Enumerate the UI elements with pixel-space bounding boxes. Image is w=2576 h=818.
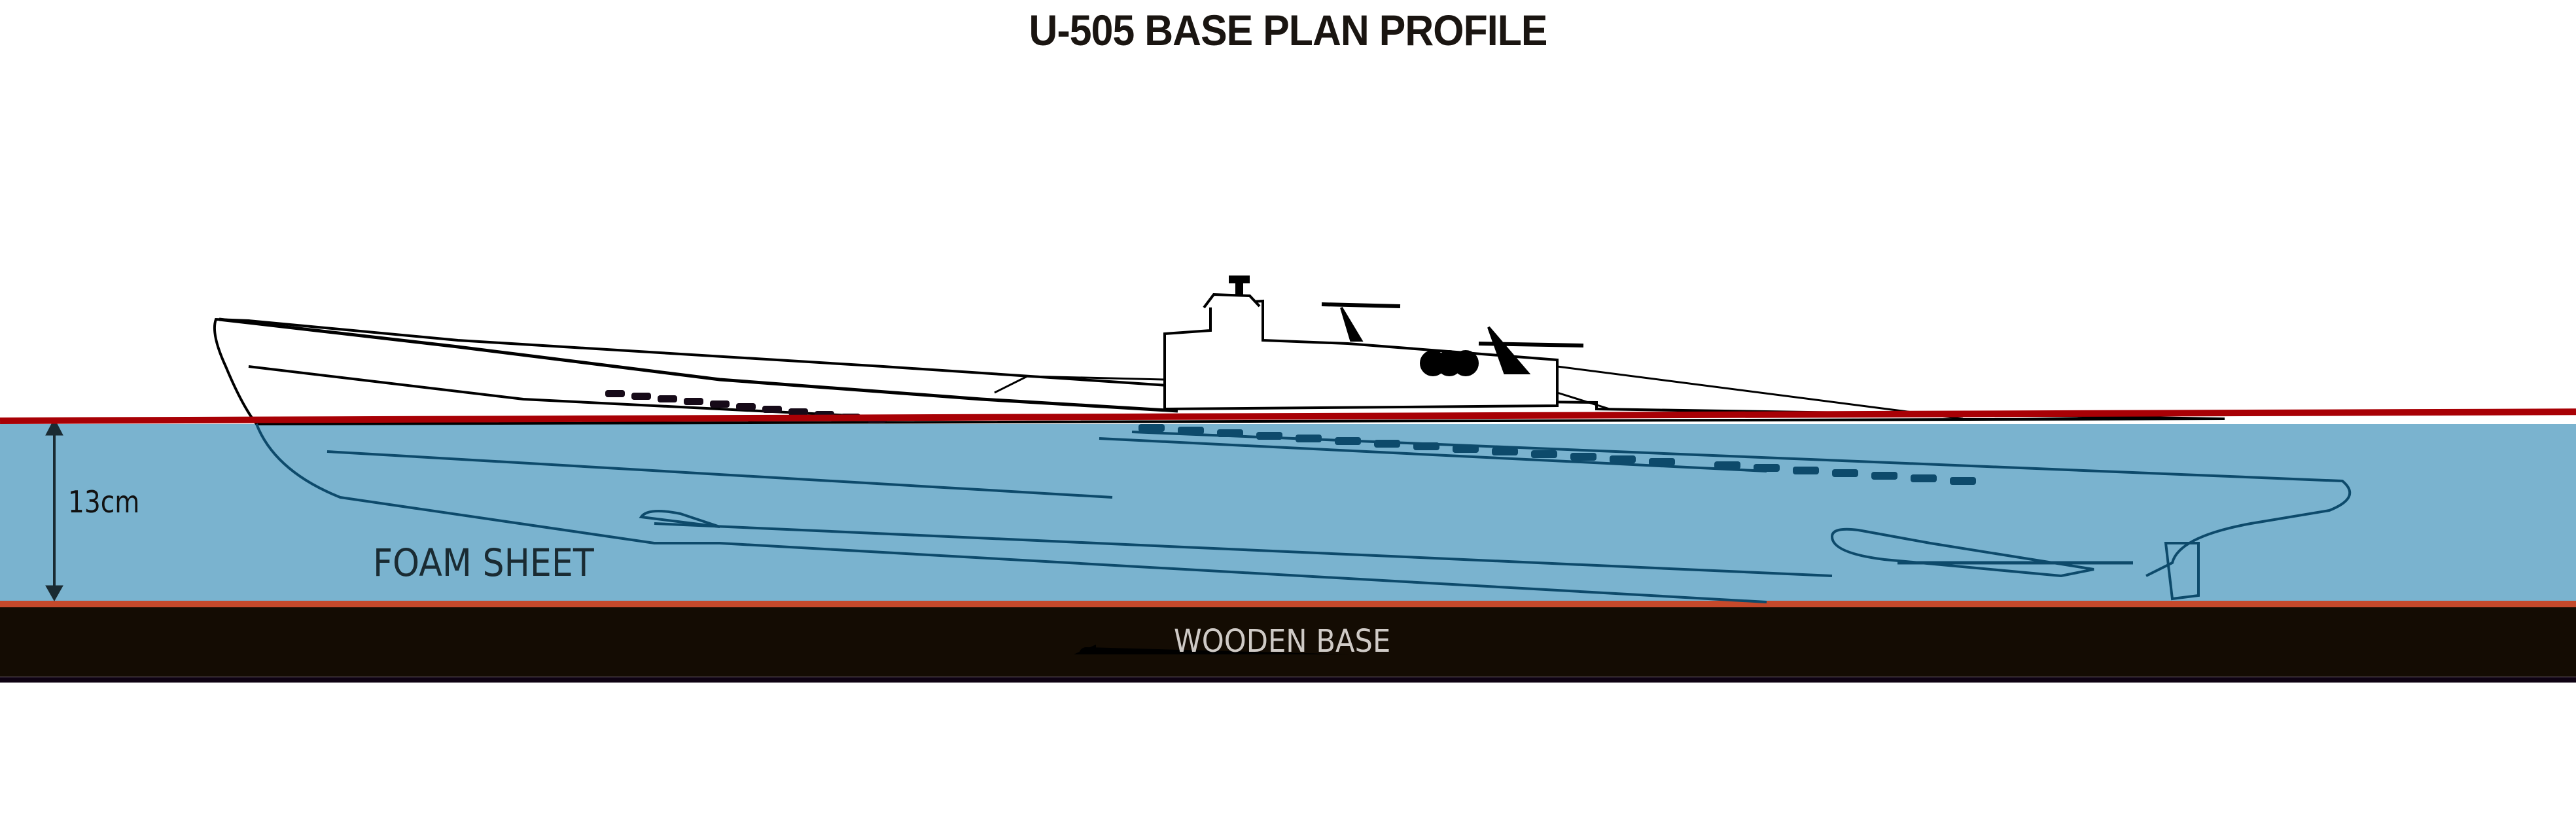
hull-below-water [255,423,2352,603]
wooden-base-label: WOODEN BASE [1174,623,1391,660]
submarine-profile-drawing [45,276,2352,654]
hull-slots-below [1138,424,1976,485]
height-dimension-label: 13cm [68,484,140,520]
foam-sheet-layer [0,424,2576,602]
wooden-base-layer [0,607,2576,678]
foam-sheet-label: FOAM SHEET [373,541,594,585]
conning-tower [1163,276,1584,411]
page-title: U-505 BASE PLAN PROFILE [1029,6,1548,54]
direction-left-arrow-icon [1073,645,1350,654]
wooden-base-edge [0,677,2576,683]
foam-base-divider [0,601,2576,607]
height-dimension-arrow-icon [45,418,63,602]
